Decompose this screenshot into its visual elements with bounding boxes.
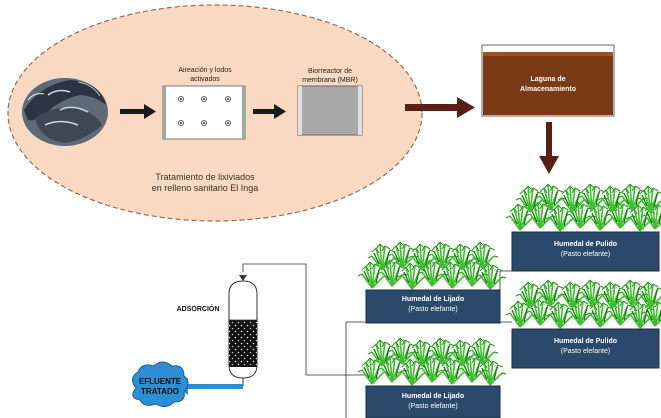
treatment-caption-line2: en relleno sanitario El Inga	[151, 183, 259, 193]
arrow-to-laguna	[405, 97, 475, 118]
wetland-pulido-1-label: Humedal de Pulido (Pasto elefante)	[512, 240, 659, 260]
wetland-lijado-2-species: (Pasto elefante)	[408, 403, 458, 410]
treatment-caption: Tratamiento de lixiviados en relleno san…	[130, 172, 280, 194]
arrow-laguna-down	[539, 122, 559, 174]
effluent-label: EFLUENTE TRATADO	[134, 377, 186, 397]
aeration-label-line2: activados	[190, 76, 220, 83]
mbr-label-line1: Biorreactor de	[308, 68, 352, 75]
aeration-label: Aireación y lodos activados	[160, 66, 250, 84]
grass-lijado-top	[357, 241, 507, 290]
grass-pulido-top	[505, 183, 661, 232]
wetland-pulido-2-species: (Pasto elefante)	[560, 348, 611, 355]
laguna-label: Laguna de Almacenamiento	[483, 75, 613, 95]
wetland-pulido-2-title: Humedal de Pulido	[553, 338, 617, 345]
wetland-pulido-1-title: Humedal de Pulido	[553, 241, 617, 248]
wetland-pulido-2-box	[511, 328, 660, 369]
wetland-lijado-1-title: Humedal de Lijado	[401, 296, 465, 303]
grass-lijado-bottom	[357, 337, 507, 386]
laguna-label-line1: Laguna de	[530, 76, 566, 83]
wetland-pulido-1-box	[511, 231, 660, 272]
column-inlet-arrowhead	[239, 275, 247, 281]
wetland-lijado-1-species: (Pasto elefante)	[408, 306, 458, 313]
mbr-label: Biorreactor de membrana (MBR)	[288, 67, 372, 85]
aeration-label-line1: Aireación y lodos	[178, 67, 232, 74]
adsorption-label: ADSORCIÓN	[176, 306, 220, 313]
grass-pulido-bottom	[505, 279, 661, 329]
wetland-pulido-2-label: Humedal de Pulido (Pasto elefante)	[512, 337, 659, 357]
effluent-label-line1: EFLUENTE	[138, 377, 182, 386]
laguna-label-line2: Almacenamiento	[519, 86, 577, 93]
laguna-tank	[481, 44, 615, 117]
treatment-caption-line1: Tratamiento de lixiviados	[155, 172, 255, 182]
arrow-2	[253, 104, 286, 119]
aeration-tank	[162, 85, 246, 140]
wetland-lijado-1-label: Humedal de Lijado (Pasto elefante)	[366, 295, 500, 315]
arrow-1	[120, 104, 156, 119]
wetland-pulido-1-species: (Pasto elefante)	[560, 251, 611, 258]
wetland-lijado-2-title: Humedal de Lijado	[401, 393, 465, 400]
landfill-photo	[22, 78, 108, 146]
wetland-lijado-1-box	[365, 289, 501, 324]
mbr-unit	[297, 85, 363, 136]
wetland-lijado-2-label: Humedal de Lijado (Pasto elefante)	[366, 392, 500, 412]
mbr-label-line2: membrana (MBR)	[302, 77, 358, 84]
wetland-lijado-2-box	[365, 385, 501, 418]
effluent-label-line2: TRATADO	[141, 387, 179, 396]
effluent-cloud	[132, 361, 189, 408]
adsorption-column	[228, 280, 258, 386]
